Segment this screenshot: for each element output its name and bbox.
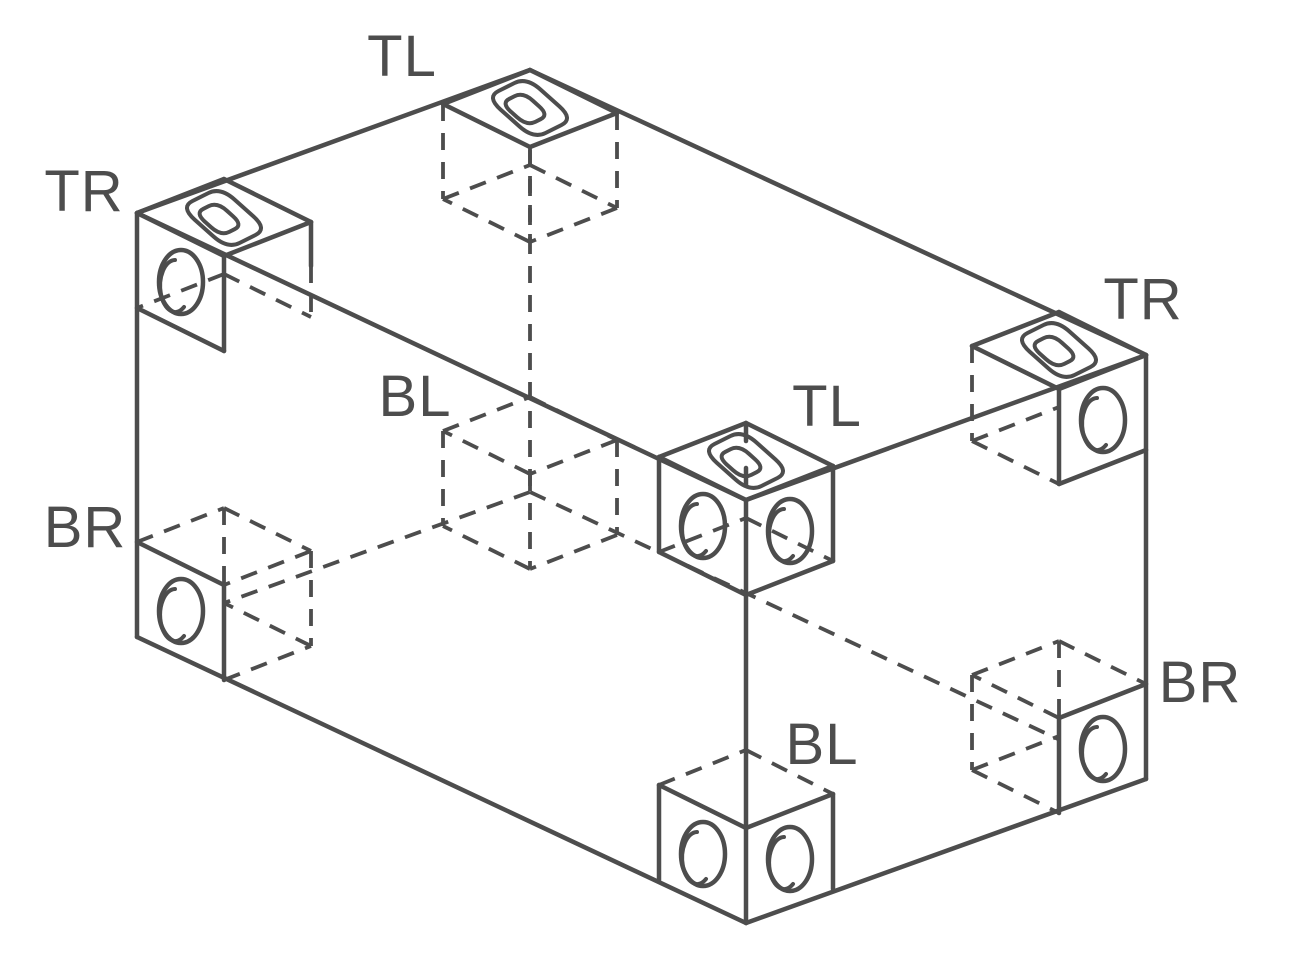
top-aperture-inner-edge	[1032, 334, 1076, 368]
top-aperture-inner-edge	[197, 202, 241, 236]
top-aperture-outline	[491, 79, 569, 137]
casting-bottom-front	[656, 748, 836, 894]
side-oval-inner-edge	[767, 835, 795, 891]
corner-label-top-right: TR	[1103, 267, 1183, 332]
side-oval-inner-edge	[767, 507, 795, 563]
corner-label-top-left: TR	[44, 159, 124, 224]
casting-top-right	[969, 309, 1149, 487]
box-frame-edges	[134, 67, 1149, 926]
side-oval-inner-edge	[1080, 396, 1108, 452]
side-oval-inner-edge	[158, 587, 186, 643]
corner-label-top-front: TL	[792, 374, 862, 439]
corner-label-bottom-left: BR	[43, 495, 127, 560]
top-aperture-outline	[185, 189, 263, 247]
side-oval-inner-edge	[1080, 725, 1108, 781]
side-oval-inner-edge	[158, 258, 186, 314]
corner-label-bottom-front: BL	[785, 712, 859, 777]
box-frame-hidden-edges	[223, 150, 1061, 742]
top-aperture-inner-edge	[503, 92, 547, 126]
casting-bottom-back	[441, 395, 619, 571]
top-aperture-outline	[1020, 321, 1098, 379]
casting-bottom-left	[134, 506, 313, 683]
corner-label-bottom-right: BR	[1158, 650, 1242, 715]
side-oval-inner-edge	[680, 830, 708, 886]
side-oval-inner-edge	[680, 502, 708, 558]
corner-label-top-back: TL	[367, 24, 437, 89]
corner-label-bottom-back: BL	[378, 364, 452, 429]
casting-bottom-right	[970, 639, 1149, 816]
casting-top-back	[440, 67, 620, 244]
casting-top-front	[656, 420, 836, 598]
casting-top-left	[134, 176, 314, 354]
top-aperture-outline	[707, 432, 785, 490]
top-aperture-inner-edge	[719, 445, 763, 479]
